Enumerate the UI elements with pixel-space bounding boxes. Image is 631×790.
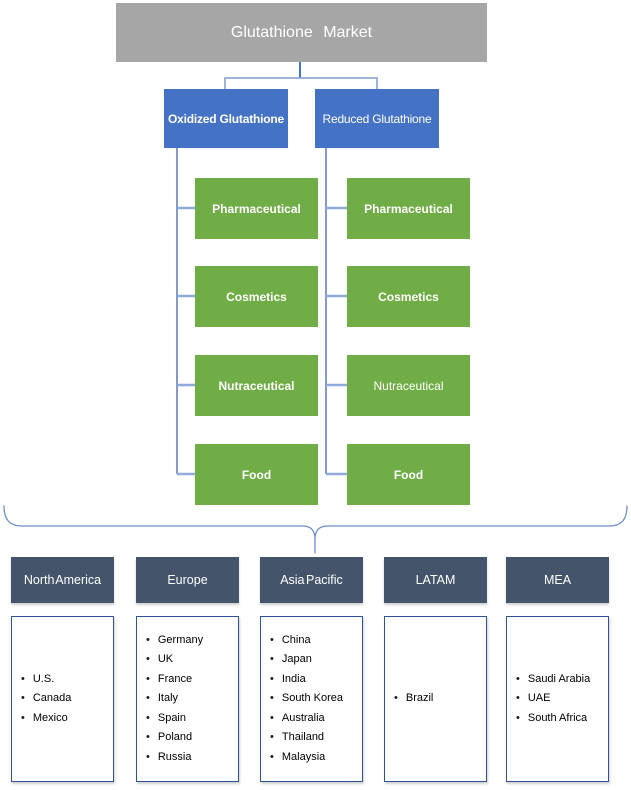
region-list-north-america: U.S.CanadaMexico (11, 616, 114, 782)
region-header-mea: MEA (506, 557, 609, 603)
branch-reduced-glutathione: Reduced Glutathione (315, 89, 439, 148)
root-node-label: Glutathione Market (230, 23, 373, 41)
country-item: UK (146, 650, 236, 670)
country-item: Saudi Arabia (516, 670, 606, 690)
country-item: Australia (270, 709, 360, 729)
country-list: Saudi ArabiaUAESouth Africa (507, 670, 608, 729)
country-list: GermanyUKFranceItalySpainPolandRussia (137, 631, 238, 768)
country-list: Brazil (385, 689, 486, 709)
root-node: Glutathione Market (116, 3, 487, 62)
country-item: Japan (270, 650, 360, 670)
branch-oxidized-glutathione: Oxidized Glutathione (164, 89, 288, 148)
brace (3, 505, 628, 554)
region-label: LATAM (415, 573, 456, 587)
country-item: China (270, 631, 360, 651)
region-list-mea: Saudi ArabiaUAESouth Africa (506, 616, 609, 782)
country-item: UAE (516, 689, 606, 709)
country-item: Canada (21, 689, 111, 709)
region-label: North America (23, 573, 102, 587)
region-header-europe: Europe (136, 557, 239, 603)
segment-label: Cosmetics (226, 289, 287, 304)
country-item: Italy (146, 689, 236, 709)
branch-label: Oxidized Glutathione (167, 111, 284, 126)
country-item: Germany (146, 631, 236, 651)
segment-oxidized-pharmaceutical: Pharmaceutical (195, 178, 318, 239)
region-list-latam: Brazil (384, 616, 487, 782)
region-label: Europe (167, 573, 208, 587)
segment-label: Food (393, 467, 424, 482)
region-header-north-america: North America (11, 557, 114, 603)
country-item: U.S. (21, 670, 111, 690)
segment-reduced-nutraceutical: Nutraceutical (347, 355, 470, 416)
country-item: Poland (146, 728, 236, 748)
country-list: U.S.CanadaMexico (12, 670, 113, 729)
country-item: South Korea (270, 689, 360, 709)
branch-label: Reduced Glutathione (322, 111, 432, 126)
segment-label: Cosmetics (378, 289, 439, 304)
segment-reduced-pharmaceutical: Pharmaceutical (347, 178, 470, 239)
segment-oxidized-food: Food (195, 444, 318, 505)
segment-label: Food (241, 467, 272, 482)
segment-reduced-cosmetics: Cosmetics (347, 266, 470, 327)
segment-oxidized-cosmetics: Cosmetics (195, 266, 318, 327)
country-item: Spain (146, 709, 236, 729)
region-label: MEA (543, 573, 572, 587)
segment-reduced-food: Food (347, 444, 470, 505)
country-item: France (146, 670, 236, 690)
country-list: ChinaJapanIndiaSouth KoreaAustraliaThail… (261, 631, 362, 768)
region-list-asia-pacific: ChinaJapanIndiaSouth KoreaAustraliaThail… (260, 616, 363, 782)
segment-oxidized-nutraceutical: Nutraceutical (195, 355, 318, 416)
segment-label: Pharmaceutical (212, 201, 301, 216)
segment-label: Nutraceutical (373, 378, 444, 393)
region-list-europe: GermanyUKFranceItalySpainPolandRussia (136, 616, 239, 782)
region-header-asia-pacific: Asia Pacific (260, 557, 363, 603)
country-item: India (270, 670, 360, 690)
country-item: Brazil (394, 689, 484, 709)
segment-label: Pharmaceutical (364, 201, 453, 216)
country-item: Thailand (270, 728, 360, 748)
segment-label: Nutraceutical (218, 378, 295, 393)
country-item: Russia (146, 748, 236, 768)
country-item: Malaysia (270, 748, 360, 768)
region-header-latam: LATAM (384, 557, 487, 603)
region-label: Asia Pacific (280, 573, 343, 587)
country-item: Mexico (21, 709, 111, 729)
branch-bracket-line (224, 77, 378, 89)
country-item: South Africa (516, 709, 606, 729)
